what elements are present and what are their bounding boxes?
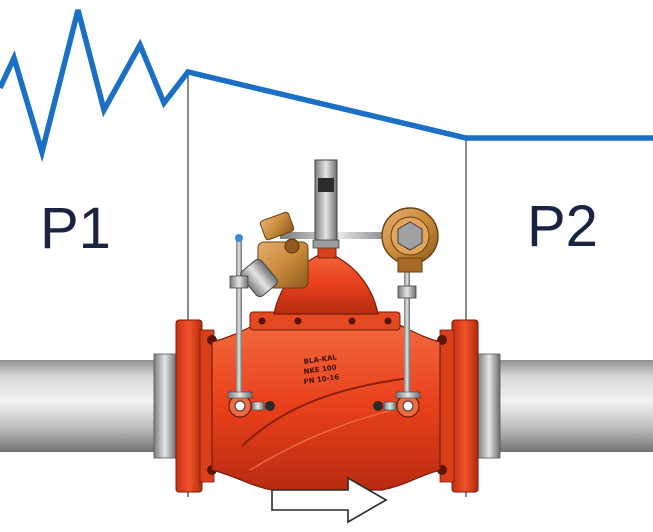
upstream-pressure-label: P1 xyxy=(40,196,111,261)
pressure-reducing-pilot xyxy=(381,207,439,273)
position-indicator xyxy=(314,159,338,247)
downstream-pilot-tube xyxy=(404,266,410,398)
outlet-pipe xyxy=(477,353,653,459)
pressure-profile-line xyxy=(0,9,653,163)
inlet-pipe xyxy=(0,353,177,459)
inlet-flange xyxy=(175,319,203,493)
valve-bonnet-flange xyxy=(249,311,401,331)
outlet-flange xyxy=(451,319,479,493)
pilot-control-circuit xyxy=(227,159,439,418)
flow-direction-arrow-icon xyxy=(271,476,388,524)
main-valve-body: BLA-KAL NKE 100 PN 10-16 xyxy=(175,241,479,493)
upstream-pilot-tube xyxy=(236,238,242,398)
downstream-pressure-label: P2 xyxy=(527,194,598,259)
pilot-crossover-tube xyxy=(280,232,400,239)
outlet-ball-valve xyxy=(373,391,421,418)
pilot-strainer xyxy=(240,211,309,298)
inlet-ball-valve xyxy=(227,391,275,418)
